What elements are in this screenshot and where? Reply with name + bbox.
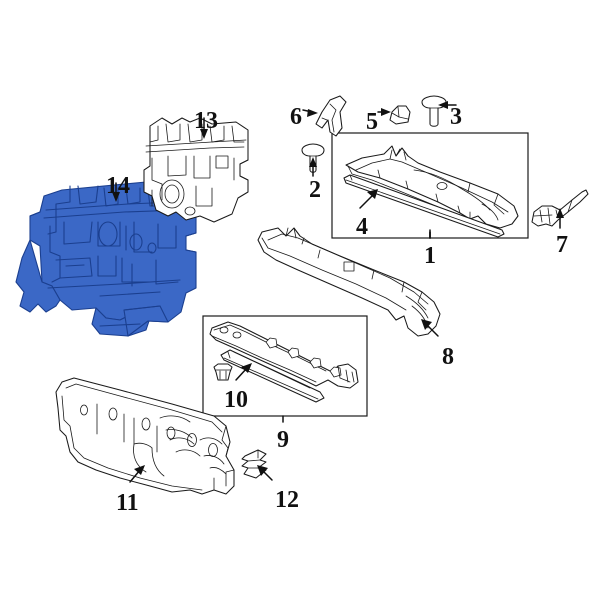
callout-number-4[interactable]: 4 xyxy=(356,214,368,240)
part-9-cowl-crossmember[interactable] xyxy=(209,321,359,389)
part-5-wedge-clip[interactable] xyxy=(389,105,411,125)
callout-number-10[interactable]: 10 xyxy=(224,387,248,413)
part-13-dash-insulator-upper[interactable] xyxy=(143,117,249,223)
callout-number-7[interactable]: 7 xyxy=(556,232,568,258)
callout-number-5[interactable]: 5 xyxy=(366,109,378,135)
arrowhead-6 xyxy=(307,109,318,117)
callout-number-2[interactable]: 2 xyxy=(309,177,321,203)
arrowhead-5 xyxy=(381,108,391,116)
leader-lines xyxy=(112,101,564,483)
callout-number-1[interactable]: 1 xyxy=(424,243,436,269)
arrowhead-3 xyxy=(438,101,448,109)
callout-number-8[interactable]: 8 xyxy=(442,344,454,370)
arrowhead-12 xyxy=(257,465,268,476)
part-7-right-side-seal[interactable] xyxy=(531,189,589,227)
arrowhead-2 xyxy=(309,157,317,167)
callout-number-9[interactable]: 9 xyxy=(277,427,289,453)
part-11-dashboard-lower-panel[interactable] xyxy=(55,377,235,495)
callout-number-6[interactable]: 6 xyxy=(290,104,302,130)
callout-number-3[interactable]: 3 xyxy=(450,104,462,130)
arrowhead-11 xyxy=(134,465,145,475)
arrowhead-8 xyxy=(421,319,432,330)
part-4-cowl-seal-strip[interactable] xyxy=(343,174,505,238)
box-part-9 xyxy=(202,315,368,417)
arrowhead-10 xyxy=(241,363,252,373)
callout-number-12[interactable]: 12 xyxy=(275,487,299,513)
part-10-seal-strip[interactable] xyxy=(220,349,325,403)
arrowhead-14 xyxy=(112,192,120,202)
callout-number-13[interactable]: 13 xyxy=(194,108,218,134)
part-6-bracket-clip[interactable] xyxy=(315,95,347,137)
arrowhead-4 xyxy=(367,189,378,199)
part-8-cowl-side-panel[interactable] xyxy=(257,227,441,337)
arrowhead-13 xyxy=(200,129,208,139)
callout-number-14[interactable]: 14 xyxy=(106,173,130,199)
part-10-nut[interactable] xyxy=(213,363,233,381)
callout-number-11[interactable]: 11 xyxy=(116,490,139,516)
part-14-dashboard-insulator[interactable] xyxy=(15,181,197,337)
arrowhead-7 xyxy=(556,208,564,218)
part-1-cowl-top-panel[interactable] xyxy=(345,145,519,229)
part-3-screw-clip[interactable] xyxy=(421,95,447,127)
